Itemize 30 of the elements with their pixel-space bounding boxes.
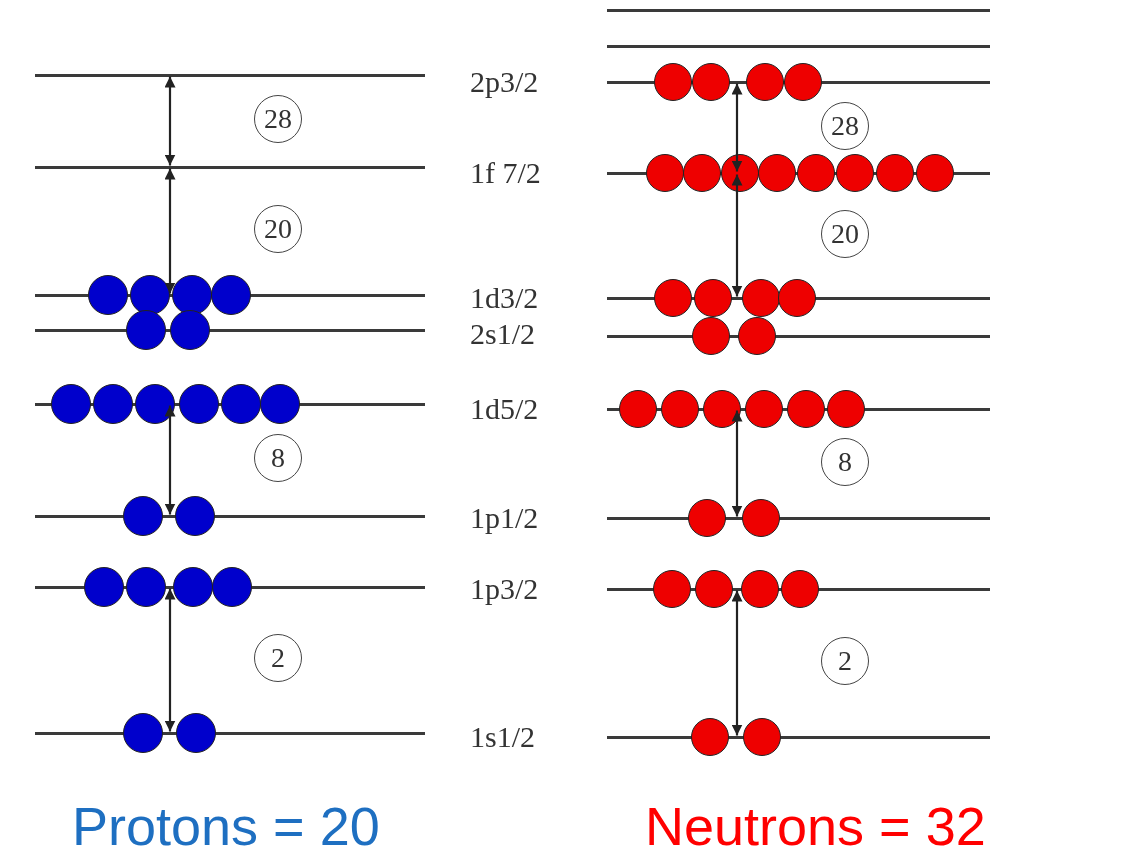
level-label: 1d5/2 (470, 392, 539, 426)
level-label: 2p3/2 (470, 65, 539, 99)
magic-number-label: 2 (821, 637, 869, 685)
double-arrow (164, 76, 176, 166)
energy-level-line (35, 73, 425, 77)
magic-number-label: 28 (254, 95, 302, 143)
energy-level-line (607, 44, 990, 48)
level-label: 1f 7/2 (470, 156, 541, 190)
count-label: Protons = 20 (72, 795, 380, 857)
count-label: Neutrons = 32 (645, 795, 986, 857)
double-arrow (731, 410, 743, 517)
double-arrow (731, 590, 743, 736)
double-arrow (164, 168, 176, 294)
magic-number-label: 8 (254, 434, 302, 482)
level-label: 1d3/2 (470, 281, 539, 315)
magic-number-label: 28 (821, 101, 869, 150)
level-label: 1s1/2 (470, 720, 535, 754)
magic-number-label: 20 (821, 209, 869, 258)
energy-level-line (607, 8, 990, 12)
energy-level-line (35, 165, 425, 169)
magic-number-label: 2 (254, 634, 302, 682)
double-arrow (164, 588, 176, 732)
level-label: 1p3/2 (470, 572, 539, 606)
magic-number-label: 20 (254, 205, 302, 253)
magic-number-label: 8 (821, 437, 869, 486)
level-label: 2s1/2 (470, 317, 535, 351)
double-arrow (164, 405, 176, 515)
double-arrow (731, 174, 743, 297)
level-label: 1p1/2 (470, 501, 539, 535)
double-arrow (731, 83, 743, 172)
